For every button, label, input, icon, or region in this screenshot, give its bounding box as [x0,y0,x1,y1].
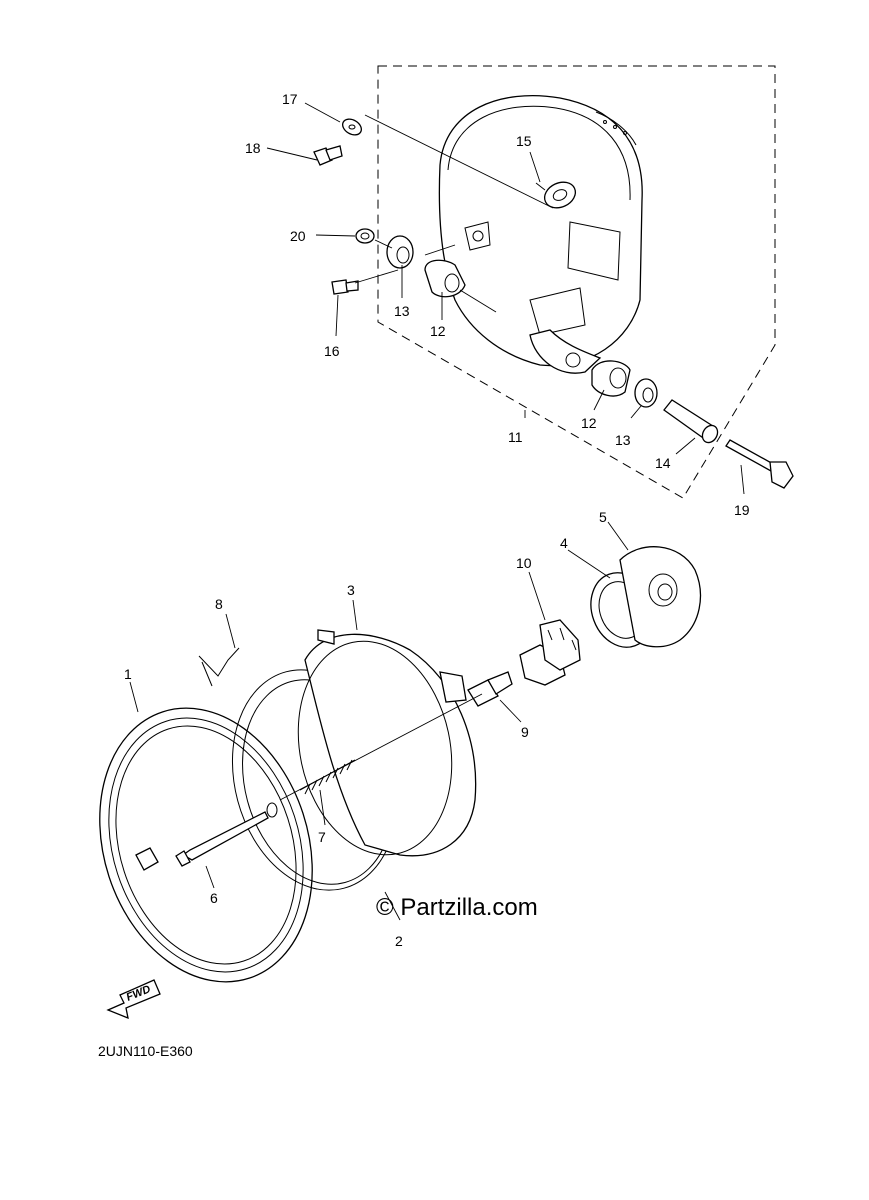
part-grommet-15 [543,181,577,209]
part-collar-20 [355,228,375,244]
leader-lines [129,102,745,921]
callout-1: 1 [124,666,132,682]
callout-3: 3 [347,582,355,598]
diagram-code: 2UJN110-E360 [98,1043,193,1059]
callout-8: 8 [215,596,223,612]
callout-13b: 13 [615,432,631,448]
callout-4: 4 [560,535,568,551]
part-clip-8 [198,647,240,687]
part-housing [438,95,643,374]
callout-5: 5 [599,509,607,525]
callout-18: 18 [245,140,261,156]
part-reflector-unit-3 [297,629,477,857]
part-washer-17 [342,118,362,136]
part-grommet-12a [424,259,466,298]
part-adjuster-9 [467,671,513,707]
callout-12a: 12 [430,323,446,339]
callout-15: 15 [516,133,532,149]
part-bolt-18 [313,145,343,166]
part-bulb-10 [519,619,581,686]
callout-13a: 13 [394,303,410,319]
part-grommet-13a [386,235,414,269]
callout-10: 10 [516,555,532,571]
callout-11: 11 [508,429,523,445]
callout-20: 20 [290,228,306,244]
housing-assembly-boundary [377,65,776,499]
watermark: © Partzilla.com [376,894,538,921]
part-cover-5 [619,546,702,648]
part-collar-14 [663,399,719,444]
callout-9: 9 [521,724,529,740]
callout-17: 17 [282,91,298,107]
callout-12b: 12 [581,415,597,431]
part-bolt-19 [725,439,794,489]
callouts: 17 18 15 20 13 12 16 12 13 11 14 19 5 4 … [124,91,750,949]
callout-19: 19 [734,502,750,518]
part-screw-16 [331,279,359,295]
part-screw-6 [175,802,278,867]
callout-6: 6 [210,890,218,906]
part-grommet-13b [634,378,658,408]
fwd-arrow-icon: FWD [106,979,161,1020]
callout-14: 14 [655,455,671,471]
callout-7: 7 [318,829,326,845]
part-grommet-12b [591,360,631,397]
callout-16: 16 [324,343,340,359]
callout-2: 2 [395,933,403,949]
